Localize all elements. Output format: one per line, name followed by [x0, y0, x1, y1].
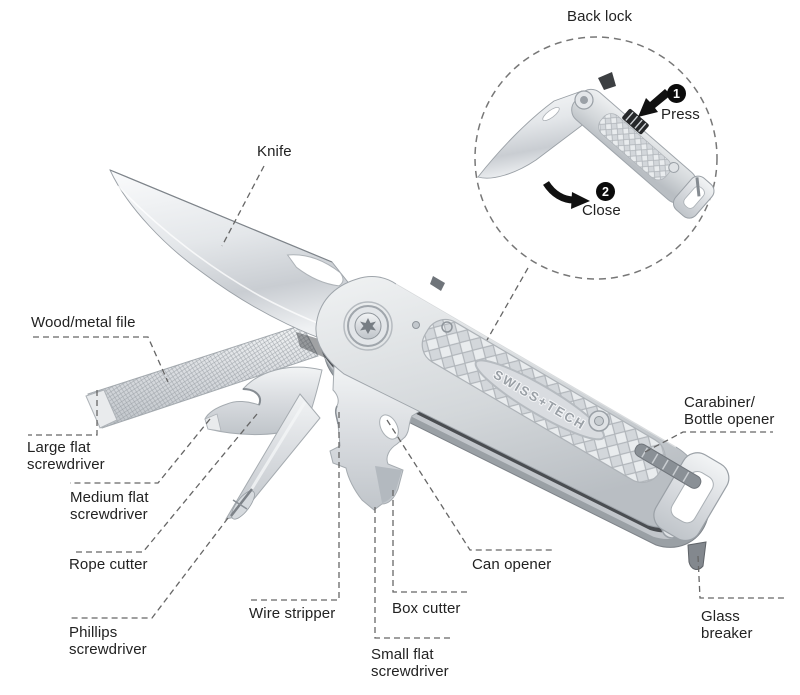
- wire-stripper-notch: [334, 405, 339, 425]
- leader-box-cutter: [392, 490, 468, 593]
- leader-wire-stripper: [250, 412, 340, 601]
- inset-dashed-circle: [474, 36, 718, 280]
- inset-carabiner: [672, 175, 715, 219]
- leader-small-flat: [374, 507, 453, 639]
- can-opener-hook-hole: [379, 414, 399, 440]
- leader-phillips: [70, 517, 229, 619]
- inset-back-lock: [474, 36, 718, 280]
- inset-knife: [477, 72, 715, 219]
- label-knife: Knife: [257, 143, 292, 160]
- large-flat-screwdriver-tip: [85, 389, 118, 429]
- leader-medium-flat: [70, 418, 211, 484]
- label-medium-flat-screwdriver: Medium flat screwdriver: [70, 489, 149, 523]
- label-glass-breaker: Glass breaker: [701, 608, 753, 642]
- label-line: Small flat: [371, 646, 434, 663]
- press-arrow: [638, 89, 671, 117]
- handle-shape: [315, 276, 702, 528]
- label-line: Bottle opener: [684, 411, 775, 428]
- label-line: Carabiner/: [684, 394, 756, 411]
- handle-pin-hole: [412, 321, 420, 329]
- label-back-lock: Back lock: [567, 8, 633, 25]
- label-line: screwdriver: [27, 456, 105, 473]
- label-carabiner-bottle-opener: Carabiner/ Bottle opener: [684, 394, 775, 428]
- inset-back-lock-tab: [598, 72, 616, 90]
- label-wood-metal-file: Wood/metal file: [31, 314, 136, 331]
- phillips-cross-groove: [230, 488, 253, 517]
- label-line: Glass: [701, 608, 740, 625]
- label-close: Close: [582, 202, 621, 219]
- blade-thumb-cutout: [286, 254, 344, 287]
- leader-wood-metal-file: [33, 336, 169, 383]
- leader-knife: [221, 165, 265, 247]
- handle-ring-hole: [441, 321, 453, 333]
- label-wire-stripper: Wire stripper: [249, 605, 336, 622]
- step-1-badge: 1: [667, 84, 686, 103]
- step-2-badge: 2: [596, 182, 615, 201]
- leader-glass-breaker: [697, 555, 787, 599]
- file-tool-shape: [85, 324, 319, 429]
- brand-oval: [474, 359, 605, 441]
- back-lock-nub: [430, 276, 445, 291]
- leader-carabiner: [644, 431, 773, 453]
- label-line: screwdriver: [69, 641, 147, 658]
- label-phillips-screwdriver: Phillips screwdriver: [69, 624, 147, 658]
- leader-inset-connector: [486, 267, 529, 341]
- label-small-flat-screwdriver: Small flat screwdriver: [371, 646, 449, 680]
- label-line: Large flat: [27, 439, 91, 456]
- leader-lines: [28, 165, 787, 639]
- handle-screw: [588, 410, 610, 432]
- label-large-flat-screwdriver: Large flat screwdriver: [27, 439, 105, 473]
- leader-can-opener: [386, 419, 553, 551]
- carabiner-gate: [634, 443, 702, 489]
- medium-flat-screwdriver-tip: [204, 413, 222, 432]
- carabiner-hook: [653, 452, 730, 542]
- label-can-opener: Can opener: [472, 556, 552, 573]
- label-line: screwdriver: [371, 663, 449, 680]
- box-cutter-edge: [375, 466, 402, 503]
- label-line: breaker: [701, 625, 753, 642]
- phillips-shape: [224, 393, 321, 520]
- label-line: Phillips: [69, 624, 118, 641]
- close-arrow: [543, 181, 590, 209]
- leader-large-flat: [28, 390, 98, 436]
- label-line: Medium flat: [70, 489, 149, 506]
- label-rope-cutter: Rope cutter: [69, 556, 148, 573]
- label-box-cutter: Box cutter: [392, 600, 461, 617]
- pivot-screw: [343, 301, 393, 351]
- label-press: Press: [661, 106, 700, 123]
- rope-cutter-notch: [242, 388, 261, 406]
- combo-tool-shape: [329, 365, 422, 511]
- glass-breaker-tip: [687, 541, 707, 570]
- label-line: screwdriver: [70, 506, 148, 523]
